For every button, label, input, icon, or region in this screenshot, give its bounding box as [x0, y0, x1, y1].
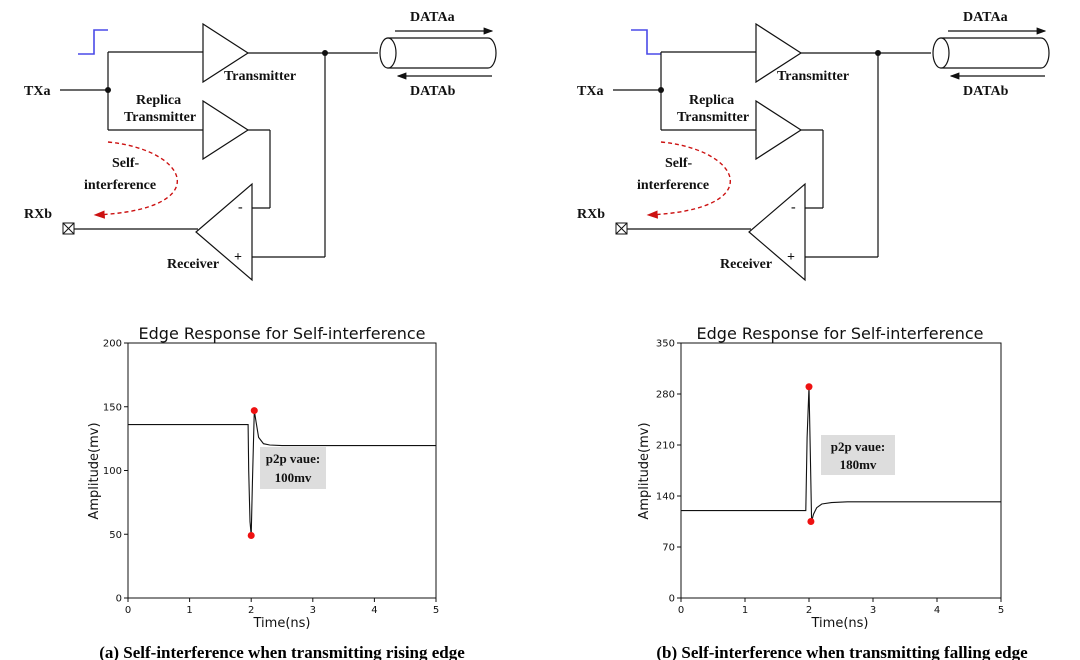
- chart-title: Edge Response for Self-interference: [139, 324, 426, 343]
- self-interference-label-line2: interference: [84, 178, 156, 193]
- caption-b: (b) Self-interference when transmitting …: [656, 643, 1028, 660]
- y-axis-label: Amplitude(mv): [87, 422, 102, 519]
- data-a-label: DATAa: [963, 10, 1008, 25]
- rising-step-icon: [78, 29, 108, 55]
- caption-a: (a) Self-interference when transmitting …: [99, 643, 465, 660]
- p2p-annotation: p2p vaue: 180mv: [821, 435, 895, 475]
- annotation-box: [260, 447, 326, 489]
- x-tick-label: 4: [371, 605, 377, 616]
- chart-b: Edge Response for Self-interference Time…: [637, 324, 1004, 631]
- receiver-label: Receiver: [167, 257, 219, 272]
- circuit-diagram-a: TXa RXb Transmitter Replica Transmitter …: [24, 10, 497, 282]
- x-tick-label: 1: [742, 605, 748, 616]
- data-b-label: DATAb: [963, 84, 1009, 99]
- y-tick-label: 0: [116, 594, 122, 605]
- replica-transmitter-amplifier: [755, 99, 803, 161]
- chart-title: Edge Response for Self-interference: [697, 324, 984, 343]
- x-axis-label: Time(ns): [811, 616, 869, 631]
- data-b-label: DATAb: [410, 84, 456, 99]
- y-tick-label: 100: [103, 466, 122, 477]
- y-tick-label: 210: [656, 441, 675, 452]
- y-tick-label: 350: [656, 339, 675, 350]
- replica-transmitter-amplifier: [202, 99, 250, 161]
- self-interference-label-line2: interference: [637, 178, 709, 193]
- peak-marker: [250, 407, 258, 415]
- transmitter-label: Transmitter: [777, 69, 849, 84]
- replica-label-line1: Replica: [136, 93, 181, 108]
- transmitter-label: Transmitter: [224, 69, 296, 84]
- receiver-label: Receiver: [720, 257, 772, 272]
- self-interference-label-line1: Self-: [112, 156, 140, 171]
- x-tick-label: 5: [433, 605, 439, 616]
- series-line: [681, 386, 1001, 522]
- annotation-line1: p2p vaue:: [831, 439, 886, 454]
- x-axis-label: Time(ns): [253, 616, 311, 631]
- x-tick-label: 0: [125, 605, 131, 616]
- circuit-diagram-b: TXa RXb Transmitter Replica Transmitter …: [577, 10, 1050, 282]
- x-tick-label: 4: [934, 605, 940, 616]
- replica-label-line1: Replica: [689, 93, 734, 108]
- minus-label: -: [791, 200, 796, 215]
- y-tick-label: 150: [103, 402, 122, 413]
- peak-marker: [807, 518, 815, 525]
- replica-label-line2: Transmitter: [124, 110, 196, 125]
- chart-a: Edge Response for Self-interference Time…: [87, 324, 439, 631]
- txa-label: TXa: [577, 84, 603, 99]
- p2p-annotation: p2p vaue: 100mv: [260, 447, 326, 489]
- receiver-amplifier: [195, 182, 253, 282]
- y-tick-label: 200: [103, 339, 122, 350]
- data-a-label: DATAa: [410, 10, 455, 25]
- txa-label: TXa: [24, 84, 50, 99]
- minus-label: -: [238, 200, 243, 215]
- x-tick-label: 0: [678, 605, 684, 616]
- x-tick-label: 2: [248, 605, 254, 616]
- x-tick-label: 2: [806, 605, 812, 616]
- series-line: [128, 410, 436, 536]
- y-tick-label: 70: [662, 543, 675, 554]
- self-interference-arrow: [93, 141, 178, 219]
- x-tick-label: 3: [310, 605, 316, 616]
- annotation-box: [821, 435, 895, 475]
- plus-label: +: [787, 250, 795, 265]
- x-tick-label: 5: [998, 605, 1004, 616]
- y-axis-label: Amplitude(mv): [637, 422, 652, 519]
- annotation-line1: p2p vaue:: [266, 451, 321, 466]
- annotation-line2: 180mv: [840, 457, 877, 472]
- y-tick-label: 0: [669, 594, 675, 605]
- rxb-terminal-icon: [615, 222, 628, 235]
- y-tick-label: 280: [656, 390, 675, 401]
- falling-step-icon: [631, 29, 661, 55]
- transmitter-amplifier: [202, 22, 250, 84]
- annotation-line2: 100mv: [275, 470, 312, 485]
- receiver-amplifier: [748, 182, 806, 282]
- y-tick-label: 140: [656, 492, 675, 503]
- y-tick-label: 50: [109, 530, 122, 541]
- rxb-terminal-icon: [62, 222, 75, 235]
- x-tick-label: 1: [186, 605, 192, 616]
- plus-label: +: [234, 250, 242, 265]
- replica-label-line2: Transmitter: [677, 110, 749, 125]
- cable-icon: [932, 37, 1050, 69]
- rxb-label: RXb: [577, 207, 605, 222]
- rxb-label: RXb: [24, 207, 52, 222]
- self-interference-arrow: [646, 141, 731, 219]
- x-tick-label: 3: [870, 605, 876, 616]
- self-interference-label-line1: Self-: [665, 156, 693, 171]
- peak-marker: [247, 532, 255, 540]
- cable-icon: [379, 37, 497, 69]
- transmitter-amplifier: [755, 22, 803, 84]
- peak-marker: [805, 383, 813, 391]
